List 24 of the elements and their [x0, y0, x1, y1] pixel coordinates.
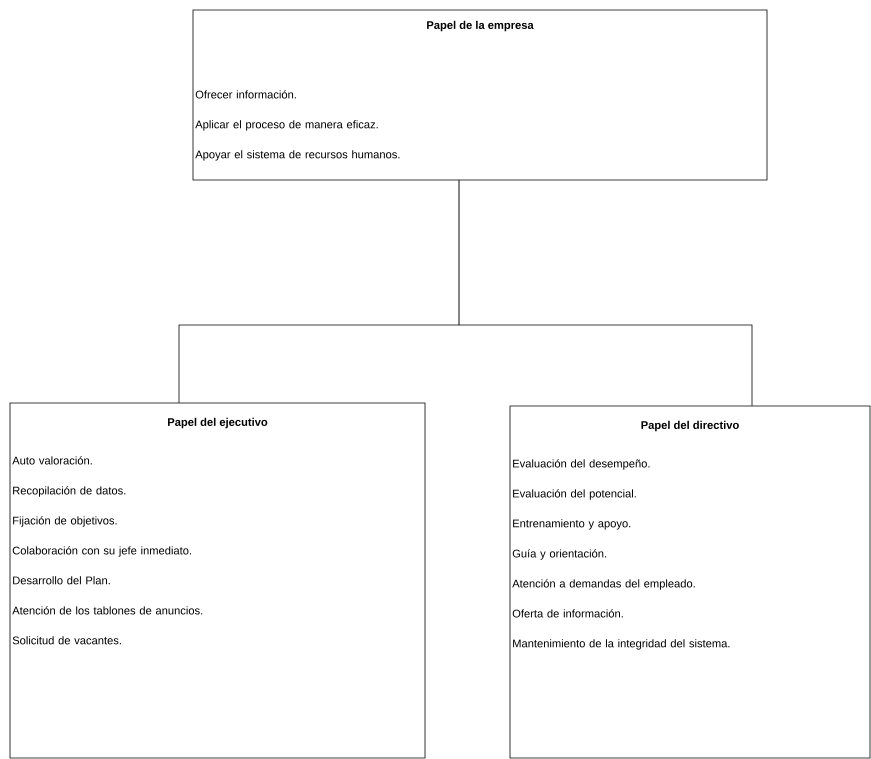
list-item: Aplicar el proceso de manera eficaz. — [195, 120, 378, 131]
list-item: Oferta de información. — [512, 609, 623, 618]
list-item: Mantenimiento de la integridad del sistema. — [513, 639, 730, 650]
list-item: Solicitud de vacantes. — [12, 636, 121, 644]
box-heading: Papel del ejecutivo — [168, 418, 268, 428]
list-item: Evaluación del desempeño. — [513, 459, 650, 470]
list-item: Auto valoración. — [12, 456, 92, 465]
list-item: Apoyar el sistema de recursos humanos. — [195, 150, 400, 161]
list-item: Recopilación de datos. — [13, 486, 126, 497]
list-item: Fijación de objetivos. — [13, 516, 117, 527]
list-item: Colaboración con su jefe inmediato. — [12, 546, 192, 557]
box-heading: Papel del directivo — [641, 420, 739, 432]
box-heading: Papel de la empresa — [427, 20, 534, 32]
list-item: Atención de los tablones de anuncios. — [12, 606, 202, 615]
connector-line — [458, 180, 752, 406]
list-item: Evaluación del potencial. — [513, 489, 636, 500]
role-box — [510, 406, 870, 758]
list-item: Atención a demandas del empleado. — [512, 579, 695, 590]
list-item: Entrenamiento y apoyo. — [513, 519, 630, 530]
list-item: Desarrollo del Plan. — [13, 576, 110, 584]
list-item: Ofrecer información. — [196, 90, 296, 99]
list-item: Guía y orientación. — [512, 549, 606, 560]
role-box — [10, 402, 426, 758]
role-box — [192, 10, 768, 180]
